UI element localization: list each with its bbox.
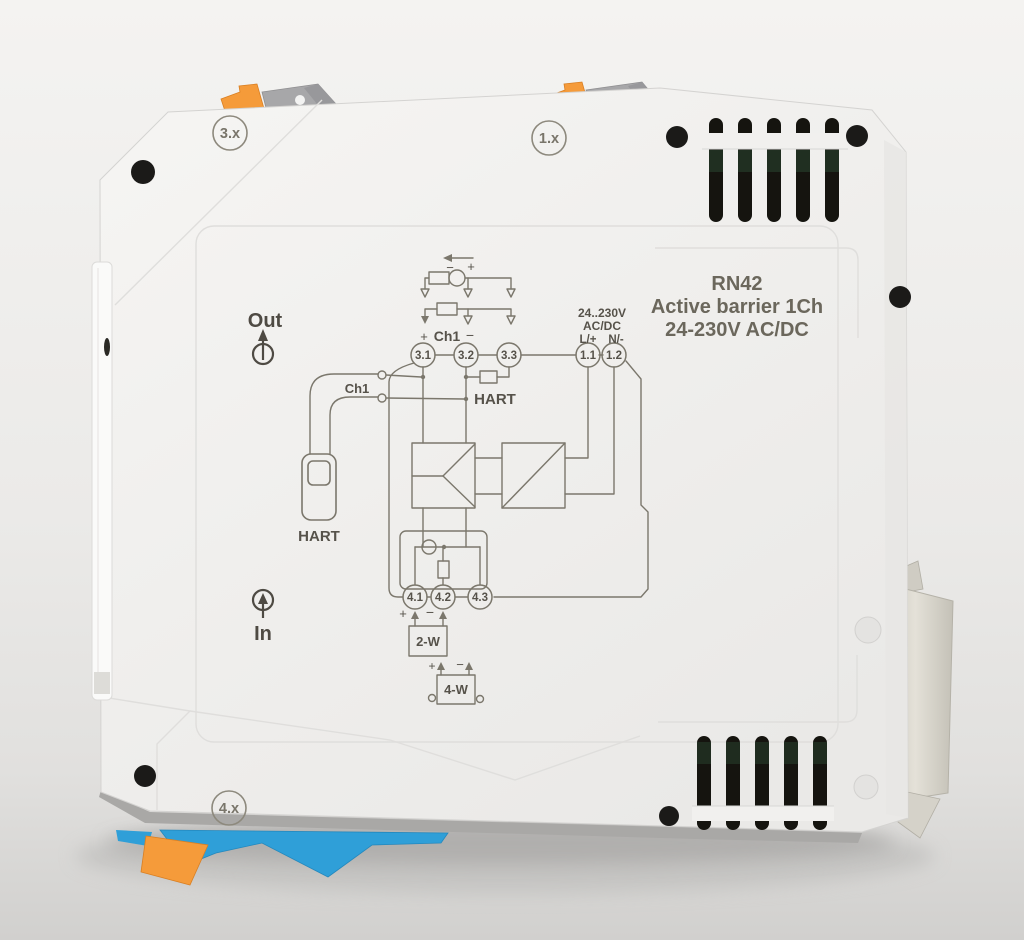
terminal-connector-bottom [116, 829, 449, 886]
output-symbol: Out [248, 310, 283, 366]
model-number: RN42 [711, 273, 762, 295]
out-label: Out [248, 310, 283, 332]
terminal-1-1 [575, 342, 601, 368]
terminal-numbers: 3.1 3.2 3.3 1.1 1.2 4.1 4.2 4.3 [407, 350, 622, 604]
vent-slots-bottom [692, 736, 834, 830]
terminal-circles [402, 342, 627, 610]
right-edge-face [884, 140, 908, 818]
label-3x: 3.x [212, 115, 248, 151]
voltage-rating: 24-230V AC/DC [665, 319, 809, 341]
supply-type-label: AC/DC [583, 319, 621, 333]
corner-label-text: 1.x [539, 131, 559, 147]
strip-mark [104, 338, 110, 356]
channel-wire-label: Ch1 [345, 381, 370, 396]
polarity-minus: − [446, 260, 454, 275]
out-arrow-icon [258, 329, 268, 341]
terminal-hole [295, 95, 305, 105]
product-description: Active barrier 1Ch [651, 296, 823, 318]
terminal-number: 4.2 [435, 592, 451, 604]
input-symbol: In [251, 588, 275, 645]
polarity-minus: − [466, 327, 474, 343]
device-bottom-face [99, 790, 862, 843]
hart-tap-label: HART [474, 391, 516, 408]
screw-hole [134, 765, 156, 787]
polarity-minus: − [426, 604, 434, 620]
corner-labels: 3.x 1.x 4.x [211, 115, 567, 826]
dimple [854, 616, 882, 644]
neutral-terminal-label: N/- [608, 334, 624, 346]
in-label: In [254, 623, 272, 645]
terminal-number: 4.1 [407, 592, 424, 604]
mold-lines [102, 99, 859, 810]
terminal-4-1 [402, 584, 428, 610]
terminal-number: 3.3 [501, 350, 517, 362]
device-body [91, 87, 909, 833]
screw-hole [846, 125, 868, 147]
terminal-3-2 [453, 342, 479, 368]
two-wire-label: 2-W [416, 634, 441, 649]
terminal-3-1 [410, 342, 436, 368]
label-4x: 4.x [211, 790, 247, 826]
terminal-4-2 [430, 584, 456, 610]
strip-foot [94, 672, 110, 694]
circuit-diagram: RN42 Active barrier 1Ch 24-230V AC/DC [248, 254, 823, 705]
corner-label-text: 3.x [220, 126, 240, 142]
in-arrow-icon [258, 593, 268, 604]
screw-hole [666, 126, 688, 148]
vent-slots-top [702, 118, 848, 222]
corner-label-text: 4.x [219, 801, 239, 817]
orange-lever-icon [140, 835, 209, 886]
polarity-plus: + [467, 259, 475, 274]
terminal-number: 4.3 [472, 592, 488, 604]
line-terminal-label: L/+ [580, 334, 597, 346]
screw-hole [889, 286, 911, 308]
four-wire-label: 4-W [444, 682, 469, 697]
dimple [853, 774, 879, 800]
polarity-plus: + [428, 659, 435, 673]
terminal-1-2 [601, 342, 627, 368]
vent-cross-bar [702, 133, 848, 149]
screw-holes [131, 125, 911, 826]
supply-voltage-label: 24..230V [578, 306, 626, 320]
label-1x: 1.x [531, 120, 567, 156]
terminal-number: 3.2 [458, 350, 474, 362]
diagram-labels: − + + Ch1 − 24..230V AC/DC L/+ N/- Ch1 H… [345, 259, 626, 697]
screw-hole [659, 806, 679, 826]
hart-device-label: HART [298, 528, 340, 545]
product-title: RN42 Active barrier 1Ch 24-230V AC/DC [651, 273, 823, 341]
terminal-number: 1.2 [606, 350, 622, 362]
hart-communicator-icon [301, 453, 337, 521]
terminal-4-3 [467, 584, 493, 610]
side-label-strip [91, 261, 113, 701]
polarity-minus: − [456, 657, 464, 672]
polarity-plus: + [399, 606, 407, 621]
blue-terminal-block-small [116, 830, 152, 846]
housing-dimples [853, 616, 882, 800]
channel-label: Ch1 [434, 328, 461, 344]
pcb-glimpse [697, 742, 827, 764]
vent-cross-bar [692, 806, 834, 821]
pcb-glimpse [709, 150, 839, 172]
terminal-number: 1.1 [580, 350, 597, 362]
circuit-wires [309, 254, 649, 705]
screw-hole [131, 160, 155, 184]
polarity-plus: + [420, 329, 428, 344]
terminal-number: 3.1 [415, 350, 432, 362]
terminal-3-3 [496, 342, 522, 368]
